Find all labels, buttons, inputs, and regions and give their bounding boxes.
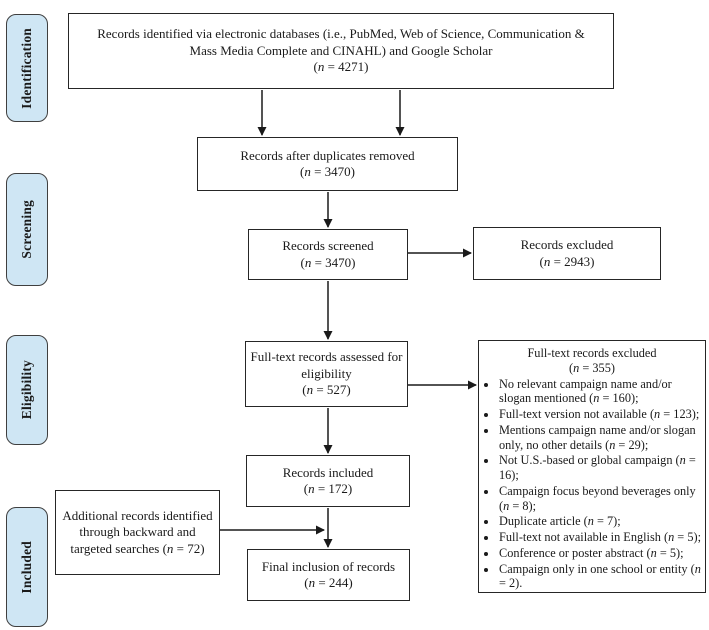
box-text: Records screened [282,238,374,254]
stage-label-eligibility: Eligibility [6,335,48,445]
box-final-inclusion: Final inclusion of records (n = 244) [247,549,410,601]
stage-label-text: Identification [19,27,34,109]
n-count: (n = 3470) [300,254,356,270]
n-count: (n = 244) [304,575,353,590]
exclusion-reason-item: Duplicate article (n = 7); [498,514,701,529]
stage-label-included: Included [6,507,48,627]
n-count: (n = 3470) [299,164,356,179]
box-text: Full-text records assessed for eligibili… [250,349,403,381]
exclusion-reason-list: No relevant campaign name and/or slogan … [483,377,701,592]
box-additional-records: Additional records identified through ba… [55,490,220,575]
box-records-included: Records included (n = 172) [246,455,410,507]
stage-label-text: Included [19,540,34,594]
box-duplicates-removed: Records after duplicates removed (n = 34… [197,137,458,191]
stage-label-identification: Identification [6,14,48,122]
n-count: (n = 72) [159,540,205,556]
box-text: Additional records identified through ba… [62,507,213,556]
box-records-identified: Records identified via electronic databa… [68,13,614,89]
exclusion-reason-item: Mentions campaign name and/or slogan onl… [498,423,701,453]
exclusion-reason-item: Full-text version not available (n = 123… [498,407,701,422]
box-text: Final inclusion of records [261,558,396,574]
stage-label-screening: Screening [6,173,48,286]
n-count: (n = 4271) [313,59,369,75]
n-count: (n = 527) [302,382,351,398]
stage-label-text: Eligibility [19,360,34,420]
box-records-screened: Records screened (n = 3470) [248,229,408,280]
n-count: (n = 172) [303,481,353,496]
box-text: Records excluded [520,237,614,253]
n-count: (n = 355) [569,360,615,375]
exclusion-reason-item: Not U.S.-based or global campaign (n = 1… [498,453,701,483]
exclusion-reason-item: Campaign focus beyond beverages only (n … [498,484,701,514]
exclusion-title: Full-text records excluded [527,346,657,360]
exclusion-reason-item: Campaign only in one school or entity (n… [498,562,701,592]
n-count: (n = 2943) [539,253,595,269]
box-text: Records included [282,464,374,480]
stage-label-text: Screening [19,200,34,259]
box-fulltext-assessed: Full-text records assessed for eligibili… [245,341,408,407]
box-fulltext-excluded: Full-text records excluded (n = 355) No … [478,340,706,593]
exclusion-reason-item: Conference or poster abstract (n = 5); [498,546,701,561]
exclusion-reason-item: No relevant campaign name and/or slogan … [498,377,701,407]
box-records-excluded: Records excluded (n = 2943) [473,227,661,280]
exclusion-reason-item: Full-text not available in English (n = … [498,530,701,545]
box-text: Records after duplicates removed [240,147,415,163]
box-text: Records identified via electronic databa… [97,26,585,58]
